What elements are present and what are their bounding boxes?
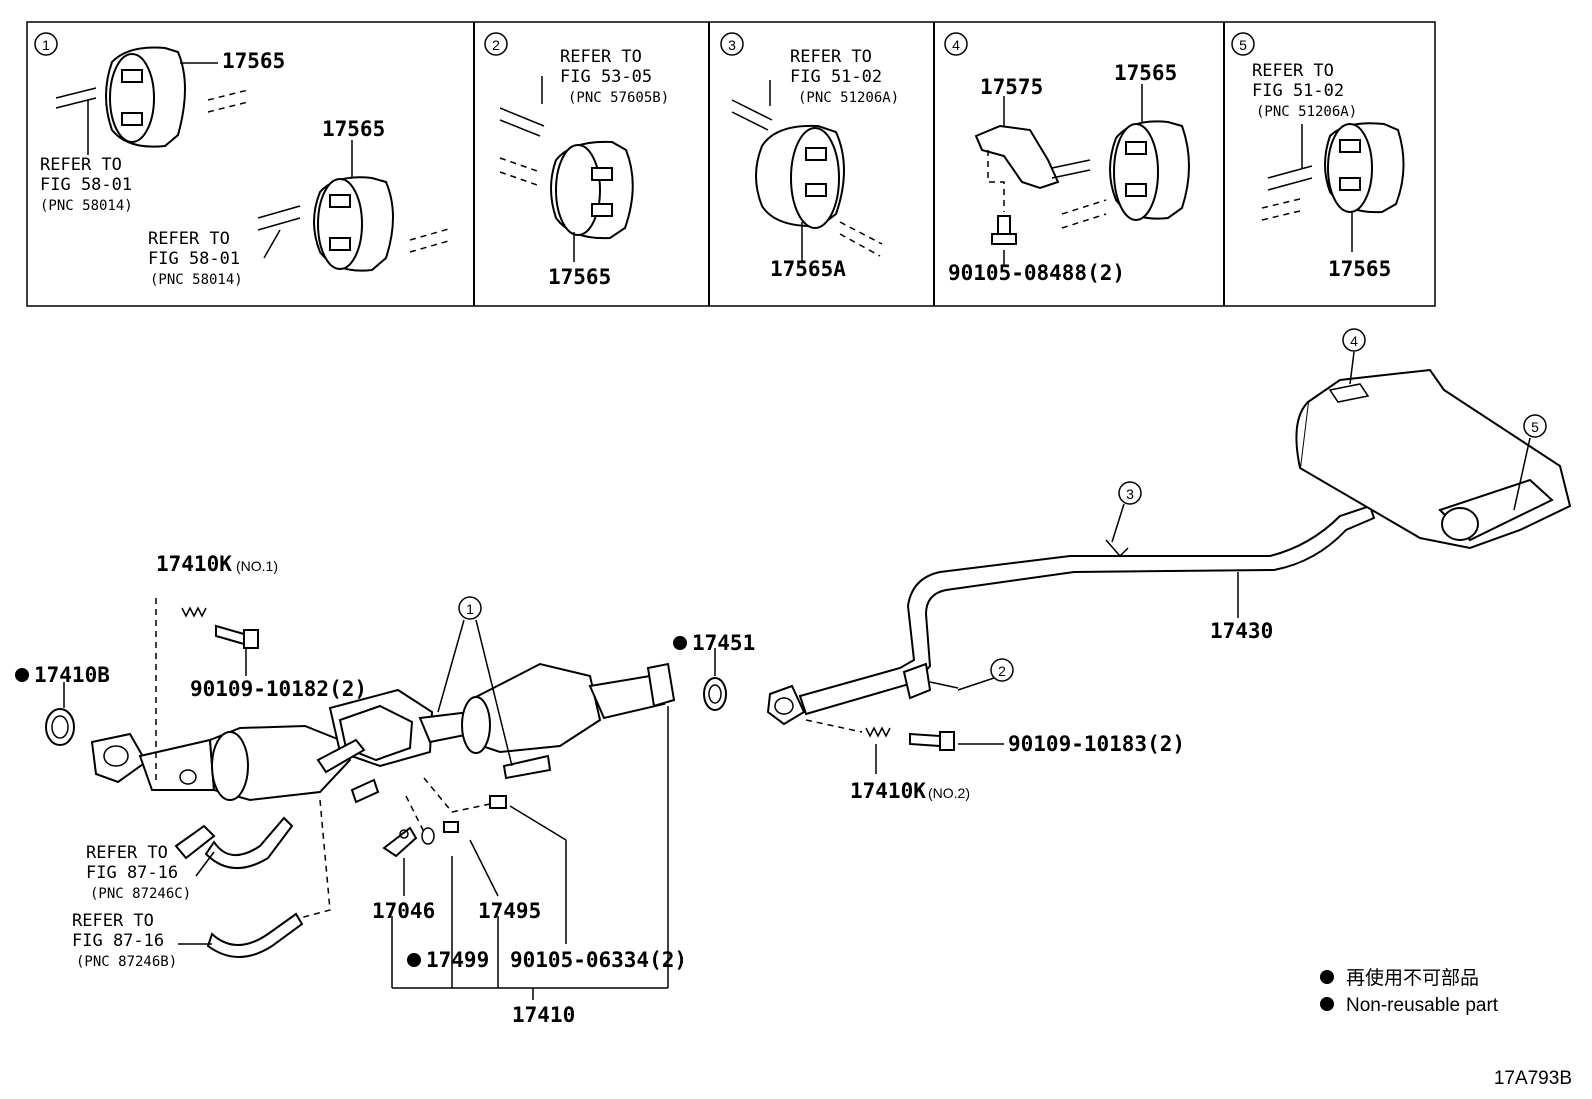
part-label-17410k-no2: 17410K [850, 779, 926, 803]
part-label-17499: 17499 [426, 948, 489, 972]
svg-text:5: 5 [1531, 419, 1539, 435]
part-number-label: 17565 [548, 265, 611, 289]
svg-text:2: 2 [998, 663, 1006, 679]
leader-line [195, 851, 215, 877]
hanger-drawing [499, 76, 634, 262]
part-note: (NO.2) [928, 785, 970, 801]
svg-text:4: 4 [1350, 333, 1358, 349]
spring-gasket-icon [181, 606, 259, 676]
part-label-17410: 17410 [512, 1003, 575, 1027]
hose-part [204, 816, 294, 870]
hanger-drawing [257, 140, 453, 272]
non-reusable-dot-icon [15, 668, 29, 682]
part-label-17410b: 17410B [34, 663, 110, 687]
bracket-drawing [974, 96, 1091, 266]
svg-text:3: 3 [728, 37, 736, 53]
callout-3: 3 [1111, 481, 1142, 543]
part-number-label: 17565 [222, 49, 285, 73]
callout-1: 1 [437, 596, 513, 767]
part-label-90109-10183: 90109-10183(2) [1008, 732, 1185, 756]
sensor-part-icon [174, 795, 507, 860]
part-label-17430: 17430 [1210, 619, 1273, 643]
part-number-label: 90105-08488(2) [948, 261, 1125, 285]
refer-label: REFER TO [86, 843, 168, 863]
refer-label: (PNC 57605B) [568, 90, 669, 106]
part-number-label: 17565 [1328, 257, 1391, 281]
svg-text:1: 1 [466, 601, 474, 617]
legend-cn: 再使用不可部品 [1346, 967, 1479, 989]
refer-label: FIG 87-16 [86, 863, 178, 883]
center-exhaust-pipe [766, 504, 1376, 726]
leader-line [299, 799, 331, 919]
inset-frame [26, 21, 1436, 307]
part-number-label: 17565 [1114, 61, 1177, 85]
refer-label: REFER TO [148, 229, 230, 249]
callout-2: 2 [957, 658, 1014, 691]
refer-label: FIG 58-01 [40, 175, 132, 195]
part-label-90109-10182: 90109-10182(2) [190, 677, 367, 701]
spring-gasket-icon [805, 719, 955, 774]
part-note: (NO.1) [236, 558, 278, 574]
refer-label: REFER TO [40, 155, 122, 175]
refer-label: (PNC 87246B) [76, 954, 177, 970]
inset-number-5: 5 [1231, 32, 1255, 56]
gasket-ring-icon [45, 682, 75, 746]
part-label-90105-06334: 90105-06334(2) [510, 948, 687, 972]
refer-label: (PNC 51206A) [1256, 104, 1357, 120]
refer-label: FIG 51-02 [790, 67, 882, 87]
inset-number-3: 3 [720, 32, 744, 56]
part-label-17451: 17451 [692, 631, 755, 655]
refer-label: (PNC 51206A) [798, 90, 899, 106]
refer-label: REFER TO [1252, 61, 1334, 81]
non-reusable-dot-icon [1320, 970, 1334, 984]
figure-id: 17A793B [1494, 1068, 1572, 1089]
svg-text:5: 5 [1239, 37, 1247, 53]
hanger-drawing [55, 46, 249, 155]
inset-number-4: 4 [944, 32, 968, 56]
refer-label: FIG 58-01 [148, 249, 240, 269]
gasket-ring-icon [703, 648, 727, 711]
svg-text:4: 4 [952, 37, 960, 53]
refer-label: (PNC 58014) [40, 198, 133, 214]
refer-label: REFER TO [790, 47, 872, 67]
refer-label: (PNC 87246C) [90, 886, 191, 902]
leader-line [405, 795, 425, 833]
non-reusable-dot-icon [673, 636, 687, 650]
callout-5: 5 [1513, 414, 1547, 511]
non-reusable-dot-icon [407, 953, 421, 967]
rear-muffler [1295, 368, 1572, 550]
assembly-bracket [391, 706, 669, 1000]
inset-number-1: 1 [34, 32, 58, 56]
part-label-17046: 17046 [372, 899, 435, 923]
inset-number-2: 2 [484, 32, 508, 56]
hose-part [206, 912, 304, 958]
front-pipe-catalytic-converter [90, 662, 676, 804]
refer-label: REFER TO [560, 47, 642, 67]
non-reusable-dot-icon [1320, 997, 1334, 1011]
callout-4: 4 [1342, 328, 1366, 385]
leader-line [423, 777, 491, 813]
svg-text:3: 3 [1126, 486, 1134, 502]
refer-label: FIG 53-05 [560, 67, 652, 87]
part-label-17410k-no1: 17410K [156, 552, 232, 576]
hanger-drawing [1261, 122, 1405, 252]
refer-label: (PNC 58014) [150, 272, 243, 288]
hanger-drawing [1061, 84, 1190, 229]
hanger-drawing [731, 80, 883, 262]
part-number-label: 17565 [322, 117, 385, 141]
svg-text:1: 1 [42, 37, 50, 53]
refer-label: FIG 87-16 [72, 931, 164, 951]
part-number-label: 17575 [980, 75, 1043, 99]
part-number-label: 17565A [770, 257, 846, 281]
refer-label: FIG 51-02 [1252, 81, 1344, 101]
legend-en: Non-reusable part [1346, 995, 1499, 1016]
svg-text:2: 2 [492, 37, 500, 53]
refer-label: REFER TO [72, 911, 154, 931]
part-label-17495: 17495 [478, 899, 541, 923]
